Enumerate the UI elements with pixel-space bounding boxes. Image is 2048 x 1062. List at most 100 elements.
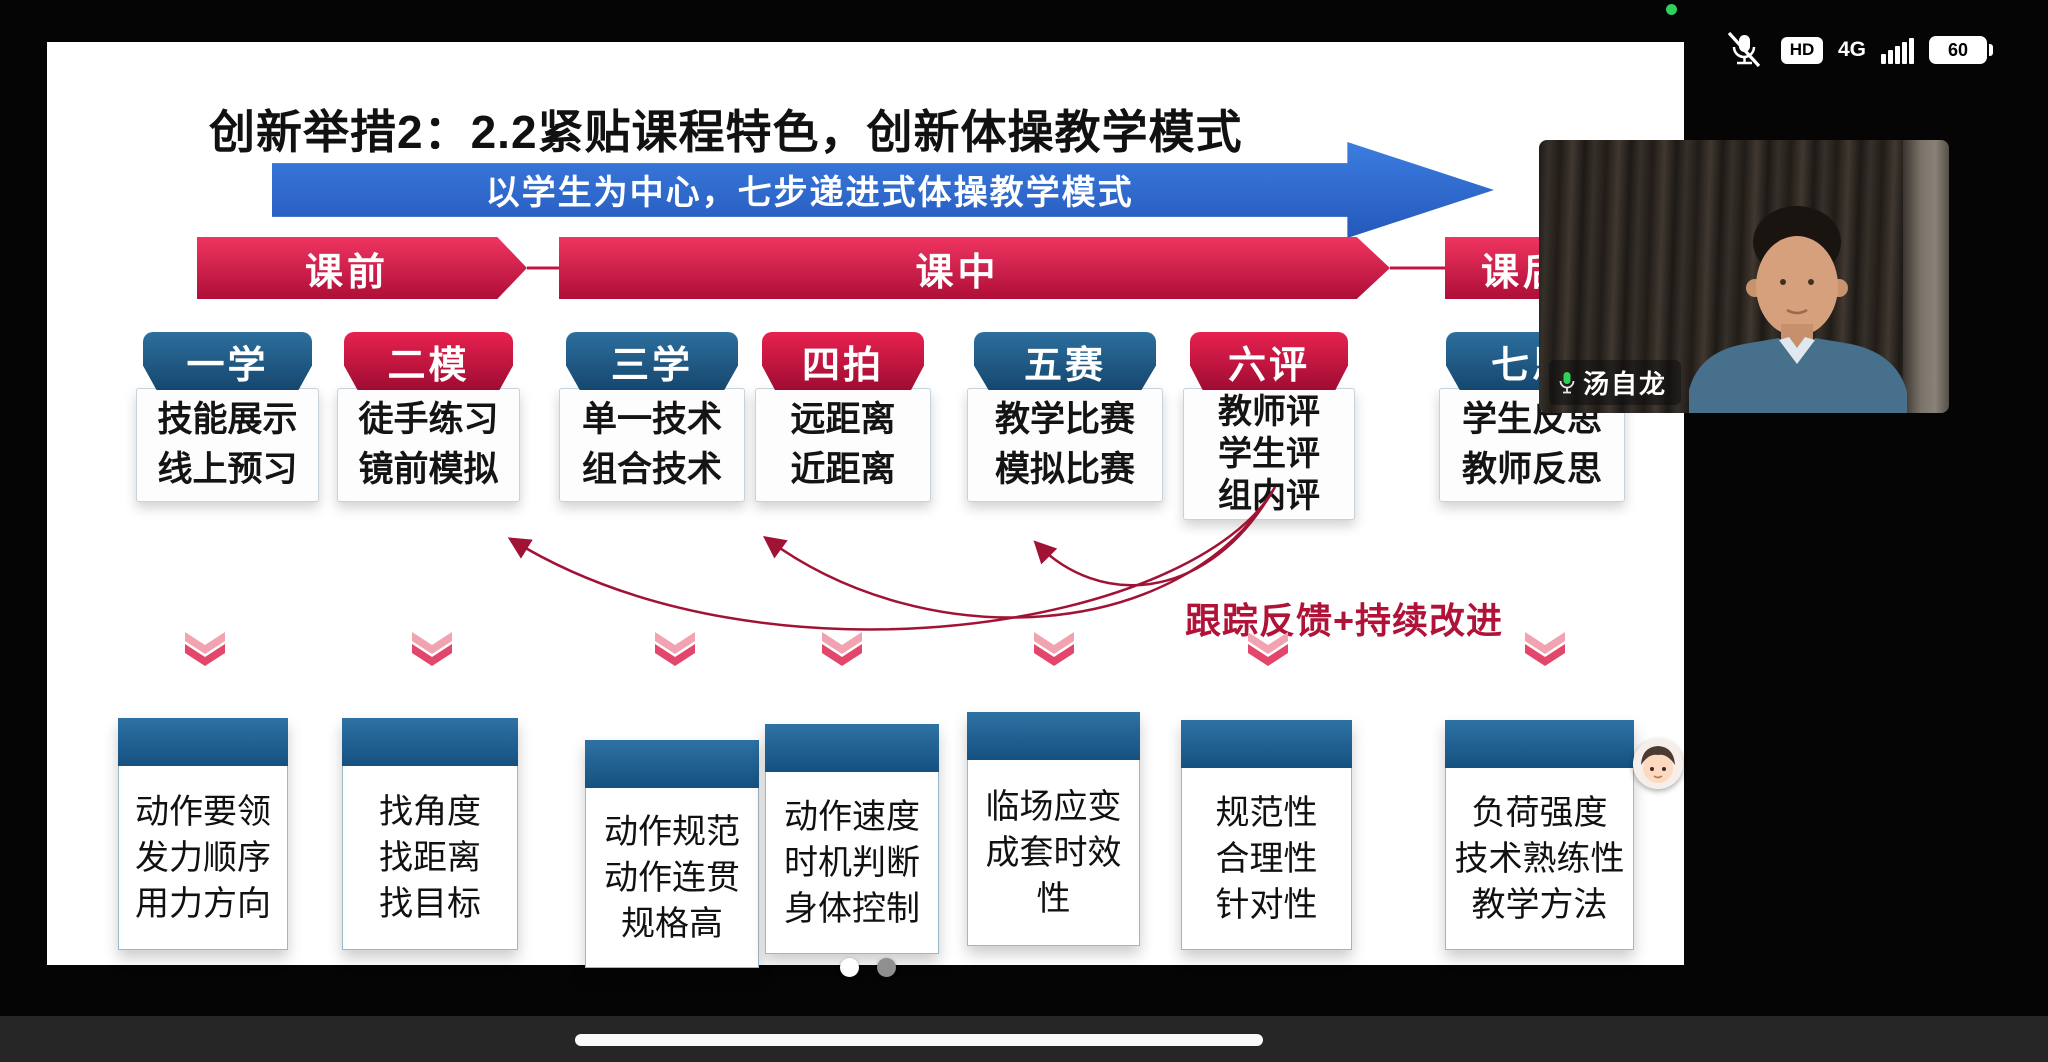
detail-box-5: 临场应变 成套时效 性 <box>967 712 1140 946</box>
detail-line: 发力顺序 <box>135 838 271 877</box>
page-dot-current[interactable] <box>840 958 859 977</box>
step-item: 模拟比赛 <box>994 450 1135 489</box>
step-body: 单一技术 组合技术 <box>559 388 745 502</box>
page-dot[interactable] <box>877 958 896 977</box>
video-background-wall <box>1903 140 1949 413</box>
battery-nub <box>1989 44 1994 56</box>
detail-box-header <box>1181 720 1352 768</box>
participant-portrait <box>1689 206 1907 413</box>
detail-line: 找目标 <box>379 884 481 923</box>
step-box-2: 二模 徒手练习 镜前模拟 <box>337 332 520 502</box>
detail-line: 临场应变 <box>985 787 1122 826</box>
feedback-label: 跟踪反馈+持续改进 <box>1185 600 1504 641</box>
detail-line: 技术熟练性 <box>1454 839 1625 878</box>
down-chevron-icon <box>822 632 862 666</box>
detail-line: 动作规范 <box>604 812 740 851</box>
step-label: 六评 <box>1190 332 1348 390</box>
step-item: 近距离 <box>790 450 896 489</box>
signal-bars-icon <box>1881 37 1915 64</box>
detail-line: 动作速度 <box>784 797 920 836</box>
step-item: 教师评 <box>1218 393 1320 431</box>
step-item: 徒手练习 <box>358 400 499 439</box>
step-box-1: 一学 技能展示 线上预习 <box>136 332 319 502</box>
detail-line: 找角度 <box>379 792 481 831</box>
detail-line: 教学方法 <box>1471 885 1608 924</box>
detail-line: 时机判断 <box>784 843 920 882</box>
detail-line: 规格高 <box>621 904 723 943</box>
online-dot <box>1666 4 1677 15</box>
assistant-avatar[interactable] <box>1633 739 1683 789</box>
muted-microphone-icon <box>1727 31 1761 68</box>
down-chevron-icon <box>1034 632 1074 666</box>
horizontal-scrollbar[interactable] <box>575 1034 1263 1046</box>
detail-box-body: 动作规范 动作连贯 规格高 <box>585 788 759 968</box>
step-box-4: 四拍 远距离 近距离 <box>755 332 931 502</box>
step-label: 四拍 <box>762 332 924 390</box>
participant-video[interactable]: 汤自龙 <box>1539 140 1949 413</box>
step-label: 五赛 <box>974 332 1156 390</box>
step-box-3: 三学 单一技术 组合技术 <box>559 332 745 502</box>
detail-line: 动作要领 <box>135 792 271 831</box>
detail-line: 身体控制 <box>784 889 920 928</box>
detail-line: 成套时效 <box>985 833 1122 872</box>
step-item: 学生评 <box>1218 435 1320 473</box>
slide-title: 创新举措2：2.2紧贴课程特色，创新体操教学模式 <box>209 106 1243 158</box>
banner-text: 以学生为中心，七步递进式体操教学模式 <box>485 174 1134 213</box>
step-item: 远距离 <box>790 400 896 439</box>
detail-box-6: 规范性 合理性 针对性 <box>1181 720 1352 950</box>
step-item: 技能展示 <box>157 400 298 439</box>
detail-box-header <box>967 712 1140 760</box>
down-chevron-icon <box>185 632 225 666</box>
step-body: 教师评 学生评 组内评 <box>1183 388 1355 520</box>
step-item: 线上预习 <box>157 450 298 489</box>
step-body: 技能展示 线上预习 <box>136 388 319 502</box>
network-type-label: 4G <box>1838 38 1867 61</box>
step-label: 二模 <box>344 332 513 390</box>
step-label: 三学 <box>566 332 738 390</box>
battery-icon: 60 <box>1929 36 1994 64</box>
step-box-5: 五赛 教学比赛 模拟比赛 <box>967 332 1163 502</box>
step-item: 单一技术 <box>581 400 722 439</box>
shared-slide: 创新举措2：2.2紧贴课程特色，创新体操教学模式 以学生为中心，七步递进式体操教… <box>47 42 1684 968</box>
step-item: 组合技术 <box>581 450 722 489</box>
detail-box-3: 动作规范 动作连贯 规格高 <box>585 740 759 968</box>
down-chevron-icon <box>1525 632 1565 666</box>
detail-box-body: 动作速度 时机判断 身体控制 <box>765 772 939 954</box>
participant-name: 汤自龙 <box>1583 369 1668 399</box>
status-bar: HD 4G 60 <box>1722 30 1994 70</box>
detail-line: 负荷强度 <box>1471 793 1608 832</box>
detail-box-4: 动作速度 时机判断 身体控制 <box>765 724 939 954</box>
step-body: 远距离 近距离 <box>755 388 931 502</box>
detail-box-7: 负荷强度 技术熟练性 教学方法 <box>1445 720 1634 950</box>
step-item: 镜前模拟 <box>358 450 499 489</box>
detail-box-header <box>118 718 288 766</box>
phase-pre-class: 课前 <box>197 237 527 299</box>
step-body: 徒手练习 镜前模拟 <box>337 388 520 502</box>
down-chevron-icon <box>412 632 452 666</box>
down-chevron-icon <box>655 632 695 666</box>
detail-box-header <box>1445 720 1634 768</box>
step-box-6: 六评 教师评 学生评 组内评 <box>1183 332 1355 520</box>
detail-line: 用力方向 <box>135 884 271 923</box>
hd-badge: HD <box>1781 36 1823 64</box>
down-chevron-icon <box>1248 632 1288 666</box>
detail-box-body: 动作要领 发力顺序 用力方向 <box>118 766 288 950</box>
avatar-face-icon <box>1633 739 1683 789</box>
detail-box-body: 找角度 找距离 找目标 <box>342 766 518 950</box>
step-label: 一学 <box>143 332 312 390</box>
detail-box-body: 临场应变 成套时效 性 <box>967 760 1140 946</box>
battery-level: 60 <box>1948 39 1969 60</box>
detail-box-1: 动作要领 发力顺序 用力方向 <box>118 718 288 950</box>
detail-box-body: 负荷强度 技术熟练性 教学方法 <box>1445 768 1634 950</box>
detail-line: 性 <box>1036 879 1071 918</box>
detail-box-header <box>765 724 939 772</box>
detail-line: 规范性 <box>1215 793 1318 832</box>
detail-line: 动作连贯 <box>604 858 740 897</box>
detail-box-header <box>585 740 759 788</box>
step-item: 教学比赛 <box>994 400 1135 439</box>
participant-name-tag: 汤自龙 <box>1549 360 1682 405</box>
detail-box-body: 规范性 合理性 针对性 <box>1181 768 1352 950</box>
detail-line: 合理性 <box>1215 839 1318 878</box>
detail-line: 针对性 <box>1215 885 1318 924</box>
